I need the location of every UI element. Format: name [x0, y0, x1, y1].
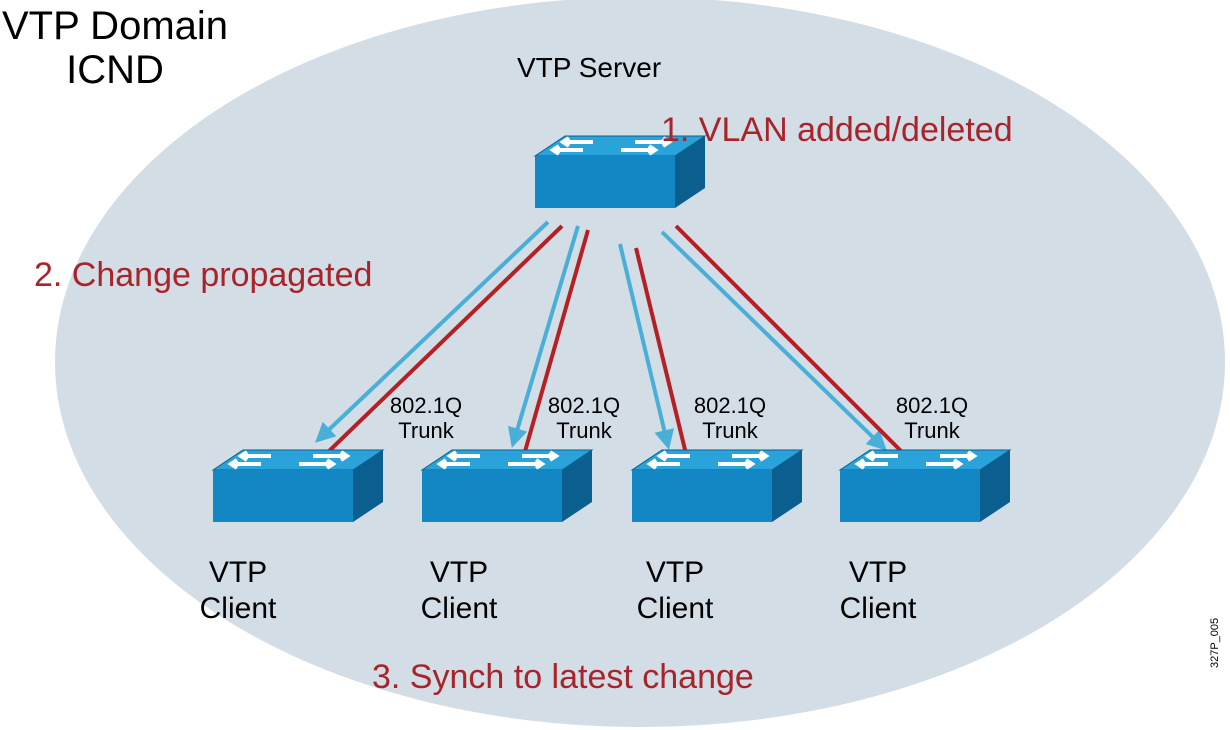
step-change-propagated: 2. Change propagated — [34, 256, 373, 294]
sync-line-client-3 — [634, 247, 690, 463]
vtp-client-label-2: VTP Client — [399, 555, 519, 627]
trunk-protocol: 802.1Q — [895, 393, 969, 418]
trunk-protocol: 802.1Q — [693, 393, 767, 418]
figure-id: 327P_005 — [1209, 617, 1221, 668]
propagate-arrow-client-4 — [660, 230, 887, 451]
trunk-label-3: 802.1Q Trunk — [680, 393, 780, 443]
trunk-label-2: 802.1Q Trunk — [534, 393, 634, 443]
client-role: VTP — [848, 556, 908, 589]
vtp-client-label-4: VTP Client — [818, 555, 938, 627]
trunk-label-4: 802.1Q Trunk — [882, 393, 982, 443]
sync-line-client-2 — [520, 229, 590, 463]
domain-title-line2: ICND — [66, 48, 164, 92]
client-role: VTP — [208, 556, 268, 589]
trunk-label-1: 802.1Q Trunk — [376, 393, 476, 443]
client-type: Client — [420, 592, 498, 625]
trunk-links — [315, 220, 904, 463]
vtp-client-switch-icon — [838, 448, 1012, 524]
domain-title: VTP Domain ICND — [2, 4, 228, 92]
trunk-type: Trunk — [904, 418, 960, 443]
client-type: Client — [199, 592, 277, 625]
vtp-client-switch-icon — [630, 448, 804, 524]
domain-title-line1: VTP Domain — [2, 4, 229, 48]
trunk-type: Trunk — [556, 418, 612, 443]
sync-line-client-4 — [674, 224, 904, 454]
vtp-client-switch-icon — [420, 448, 594, 524]
sync-line-client-1 — [324, 224, 564, 456]
propagate-arrow-client-1 — [315, 220, 550, 443]
trunk-protocol: 802.1Q — [547, 393, 621, 418]
vtp-domain-area — [55, 0, 1225, 727]
trunk-type: Trunk — [398, 418, 454, 443]
step-vlan-added: 1. VLAN added/deleted — [661, 111, 1013, 149]
vtp-client-label-1: VTP Client — [178, 555, 298, 627]
client-type: Client — [636, 592, 714, 625]
vtp-client-label-3: VTP Client — [615, 555, 735, 627]
client-type: Client — [839, 592, 917, 625]
propagate-arrow-client-2 — [507, 225, 580, 448]
trunk-protocol: 802.1Q — [389, 393, 463, 418]
vtp-client-switch-icon — [211, 448, 385, 524]
client-role: VTP — [429, 556, 489, 589]
step-synch: 3. Synch to latest change — [372, 658, 754, 696]
client-role: VTP — [645, 556, 705, 589]
propagate-arrow-client-3 — [618, 243, 675, 450]
trunk-type: Trunk — [702, 418, 758, 443]
vtp-server-label: VTP Server — [517, 52, 662, 83]
